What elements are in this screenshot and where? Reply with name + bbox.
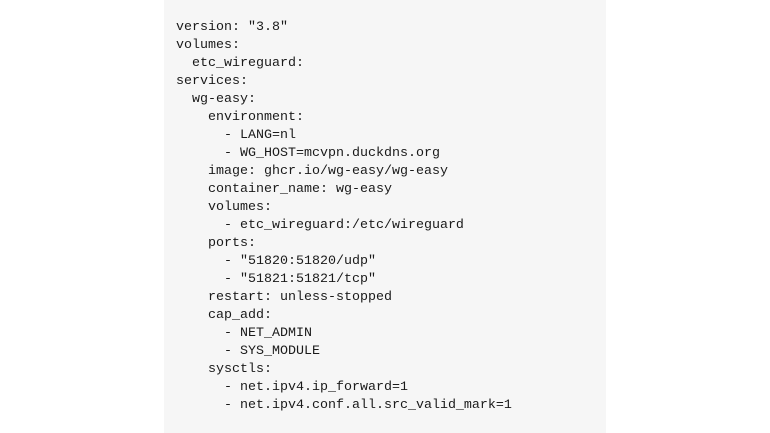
code-line: - WG_HOST=mcvpn.duckdns.org <box>176 146 440 161</box>
code-line: - "51821:51821/tcp" <box>176 272 376 287</box>
code-line: - net.ipv4.ip_forward=1 <box>176 380 408 395</box>
code-line: - etc_wireguard:/etc/wireguard <box>176 218 464 233</box>
code-line: sysctls: <box>176 362 272 377</box>
code-line: volumes: <box>176 38 240 53</box>
code-line: wg-easy: <box>176 92 256 107</box>
code-line: - LANG=nl <box>176 128 296 143</box>
code-line: etc_wireguard: <box>176 56 304 71</box>
code-line: - net.ipv4.conf.all.src_valid_mark=1 <box>176 398 512 413</box>
code-line: - "51820:51820/udp" <box>176 254 376 269</box>
code-line: restart: unless-stopped <box>176 290 392 305</box>
code-line: image: ghcr.io/wg-easy/wg-easy <box>176 164 448 179</box>
code-line: - SYS_MODULE <box>176 344 320 359</box>
code-line: - NET_ADMIN <box>176 326 312 341</box>
code-line: cap_add: <box>176 308 272 323</box>
code-line: volumes: <box>176 200 272 215</box>
code-line: ports: <box>176 236 256 251</box>
code-line: version: "3.8" <box>176 20 288 35</box>
code-line: container_name: wg-easy <box>176 182 392 197</box>
code-line: services: <box>176 74 248 89</box>
code-line: environment: <box>176 110 304 125</box>
code-block: version: "3.8" volumes: etc_wireguard:ser… <box>164 0 606 433</box>
